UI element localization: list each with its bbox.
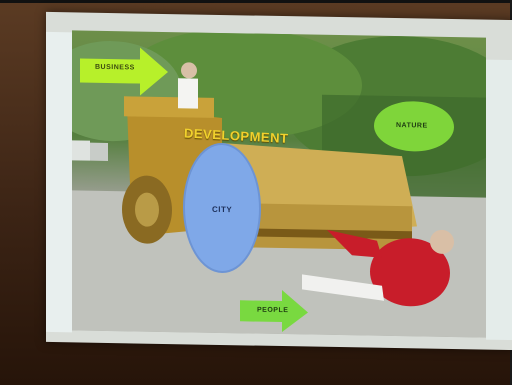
driver-body (178, 78, 198, 109)
man-arm (327, 229, 382, 258)
driver-head (181, 62, 197, 79)
man-head (430, 229, 454, 254)
nature-ellipse (374, 101, 454, 152)
top-frame-line (0, 0, 512, 3)
roller-top (124, 96, 214, 118)
parked-car-2 (90, 142, 108, 161)
projection-screen: BUSINESS DEVELOPMENT NATURE CITY PEOPLE (46, 11, 512, 351)
man-red-shirt (370, 238, 450, 307)
man-legs (302, 274, 384, 301)
slide-photo: BUSINESS DEVELOPMENT NATURE CITY PEOPLE (72, 30, 486, 338)
roller-rear-hub (135, 192, 159, 227)
business-label: BUSINESS (95, 63, 135, 72)
roller-stripe (222, 227, 412, 240)
city-ellipse (183, 142, 261, 273)
people-label: PEOPLE (257, 306, 289, 315)
people-arrow (240, 290, 308, 333)
screen-left-margin (46, 31, 72, 333)
screen-right-margin (486, 59, 512, 341)
parked-car (72, 140, 90, 161)
nature-label: NATURE (396, 122, 428, 130)
city-label: CITY (212, 204, 233, 215)
slide-illustration (72, 30, 486, 338)
business-arrow (80, 47, 168, 96)
